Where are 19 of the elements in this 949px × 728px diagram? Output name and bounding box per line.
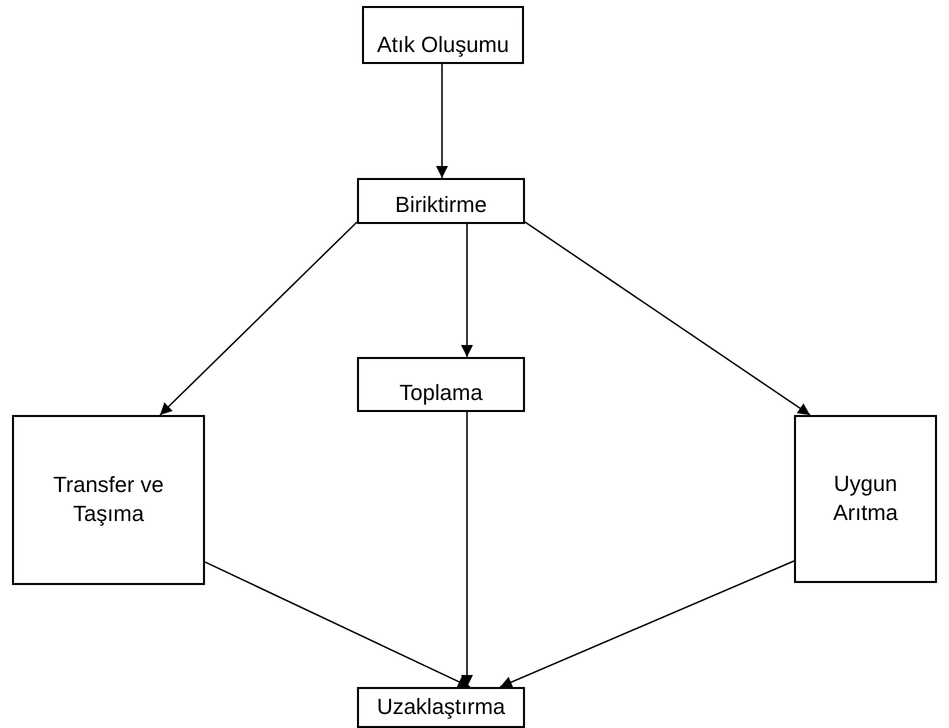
arrow: [524, 221, 810, 416]
process-box: [357, 178, 525, 224]
arrow: [500, 560, 794, 688]
process-box: [362, 6, 524, 64]
process-box: [12, 415, 205, 585]
arrow: [159, 221, 358, 416]
process-box: [794, 415, 937, 583]
box-label: Atık Oluşumu: [376, 31, 510, 60]
process-box: [357, 687, 525, 728]
box-label: Transfer ve Taşıma: [52, 471, 165, 528]
arrow: [461, 224, 473, 357]
box-label: Uzaklaştırma: [376, 693, 506, 721]
arrow: [436, 64, 448, 178]
box-label: Biriktirme: [395, 191, 487, 220]
arrow: [204, 561, 470, 688]
arrow: [461, 412, 473, 687]
process-box: [357, 357, 525, 412]
box-label: Toplama: [399, 379, 483, 408]
box-label: Uygun Arıtma: [832, 470, 899, 527]
